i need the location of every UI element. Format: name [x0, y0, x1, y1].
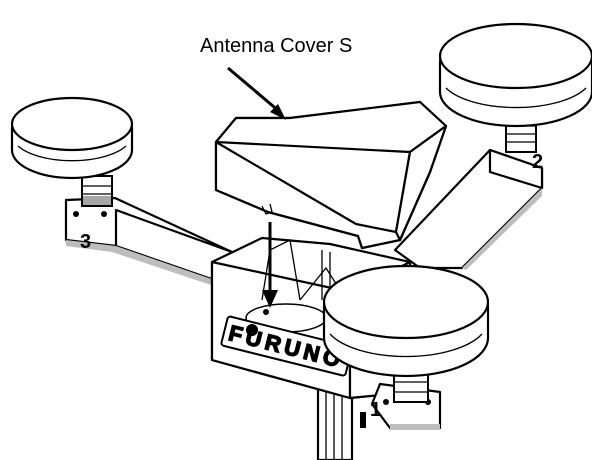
mount-hole-icon	[73, 211, 79, 217]
arm-2	[393, 148, 544, 270]
screw-icon	[246, 309, 269, 336]
antenna-cover-s	[214, 100, 448, 250]
antenna-number-1: 1	[370, 399, 381, 421]
mount-hole-icon	[101, 211, 107, 217]
mount-hole-icon	[383, 399, 389, 405]
antenna-number-3: 3	[80, 231, 91, 253]
mast-bolt-icon	[360, 412, 366, 428]
antenna-number-2: 2	[532, 151, 543, 173]
callout-arrow-icon	[227, 66, 286, 120]
install-arrow-icon	[262, 222, 278, 308]
arm-3	[64, 196, 234, 290]
antenna-3	[10, 96, 134, 207]
callout-label: Antenna Cover S	[200, 35, 352, 57]
antenna-2	[438, 22, 592, 153]
antenna-1	[322, 264, 490, 430]
